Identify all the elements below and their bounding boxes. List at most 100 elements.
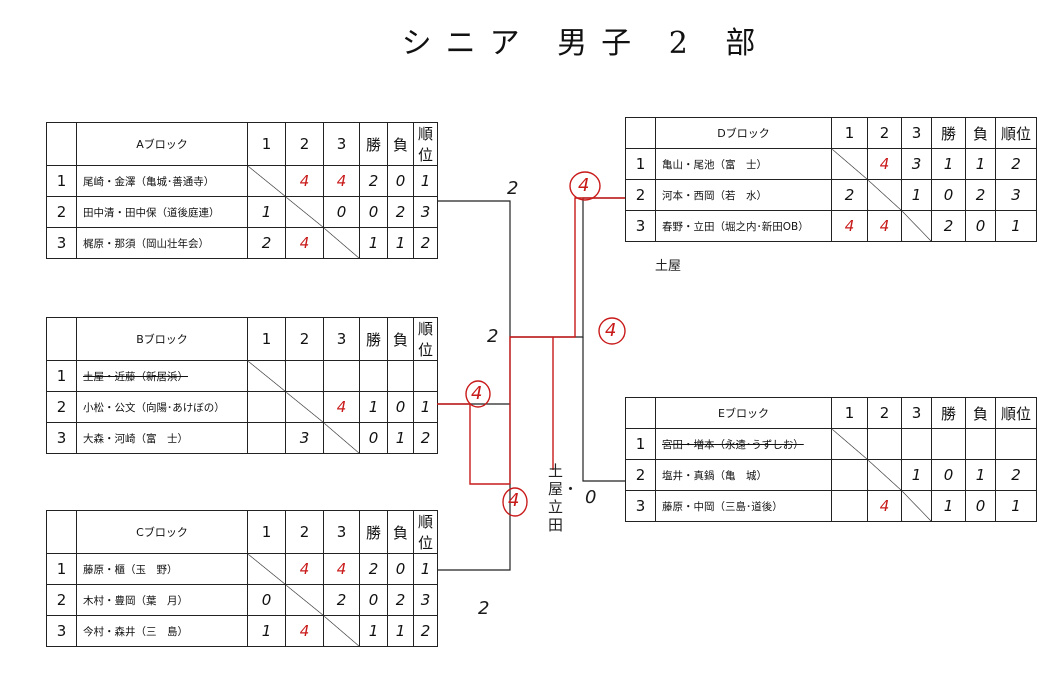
score-cell (285, 196, 324, 228)
block-name: Dブロック (655, 117, 832, 149)
block-name: Eブロック (655, 397, 832, 429)
team-name: 田中清・田中保（道後庭連） (76, 196, 248, 228)
row-number: 3 (625, 490, 656, 522)
header-cell: 順位 (995, 117, 1037, 149)
score-cell: 4 (867, 490, 902, 522)
score-cell (323, 360, 360, 392)
block-name: Aブロック (76, 122, 248, 166)
corner-cell (46, 122, 77, 166)
score-cell: 2 (323, 584, 360, 616)
header-cell: 順位 (995, 397, 1037, 429)
red-circle-b (465, 380, 491, 408)
score-cell: 1 (387, 422, 414, 454)
team-name: 藤原・櫃（玉 野） (76, 553, 248, 585)
score-cell: 0 (387, 391, 414, 423)
score-cell: 1 (247, 615, 286, 647)
score-cell: 1 (359, 227, 388, 259)
team-name: 河本・西岡（若 水） (655, 179, 832, 211)
header-cell: 勝 (359, 122, 388, 166)
final-team-note: 土屋・立田 (548, 462, 579, 534)
score-cell: 2 (359, 165, 388, 197)
score-cell (285, 360, 324, 392)
score-cell: 4 (831, 210, 868, 242)
score-cell: 2 (413, 422, 438, 454)
row-number: 2 (625, 459, 656, 491)
score-cell: 1 (413, 553, 438, 585)
red-circle-bc (502, 487, 528, 517)
page-title: シニア 男子 2 部 (401, 26, 770, 61)
team-name: 塩井・真鍋（亀 城） (655, 459, 832, 491)
score-cell (831, 490, 868, 522)
score-cell (323, 227, 360, 259)
header-cell: 負 (387, 317, 414, 361)
score-cell: 0 (387, 553, 414, 585)
header-cell: 1 (831, 117, 868, 149)
team-name: 大森・河崎（富 士） (76, 422, 248, 454)
score-cell: 1 (359, 615, 388, 647)
score-cell: 0 (387, 165, 414, 197)
corner-cell (46, 317, 77, 361)
team-name: 今村・森井（三 島） (76, 615, 248, 647)
header-cell: 2 (285, 122, 324, 166)
score-cell (931, 428, 966, 460)
score-cell: 2 (995, 459, 1037, 491)
team-name: 梶原・那須（岡山壮年会） (76, 227, 248, 259)
score-cell: 0 (359, 422, 388, 454)
score-cell: 1 (413, 391, 438, 423)
bracket-d-line (510, 197, 625, 338)
header-cell: 3 (901, 397, 932, 429)
header-cell: 1 (247, 510, 286, 554)
header-cell: 負 (965, 397, 996, 429)
header-cell: 順位 (413, 317, 438, 361)
score-cell: 0 (931, 459, 966, 491)
row-number: 3 (46, 615, 77, 647)
score-cell: 1 (901, 459, 932, 491)
score-cell: 3 (285, 422, 324, 454)
score-cell: 4 (285, 227, 324, 259)
score-bc: 4 (508, 490, 520, 511)
header-cell: 1 (831, 397, 868, 429)
score-a-top: 2 (507, 178, 519, 199)
red-path-b (437, 403, 510, 485)
score-cell: 2 (413, 615, 438, 647)
score-cell: 4 (867, 210, 902, 242)
score-cell (867, 179, 902, 211)
score-cell: 0 (359, 196, 388, 228)
row-number: 3 (625, 210, 656, 242)
header-cell: 順位 (413, 122, 438, 166)
row-number: 2 (46, 391, 77, 423)
score-final: 4 (578, 175, 590, 196)
score-cell: 3 (413, 584, 438, 616)
header-cell: 負 (387, 122, 414, 166)
score-cell: 3 (413, 196, 438, 228)
red-circle-de (598, 317, 626, 345)
team-name: 春野・立田（堀之内･新田OB） (655, 210, 832, 242)
header-cell: 3 (323, 122, 360, 166)
score-cell: 1 (995, 490, 1037, 522)
row-number: 1 (46, 553, 77, 585)
red-path-final (509, 197, 625, 484)
score-de: 4 (605, 320, 617, 341)
corner-cell (625, 397, 656, 429)
score-cell: 1 (247, 196, 286, 228)
score-cell (247, 165, 286, 197)
row-number: 3 (46, 227, 77, 259)
row-number: 2 (625, 179, 656, 211)
